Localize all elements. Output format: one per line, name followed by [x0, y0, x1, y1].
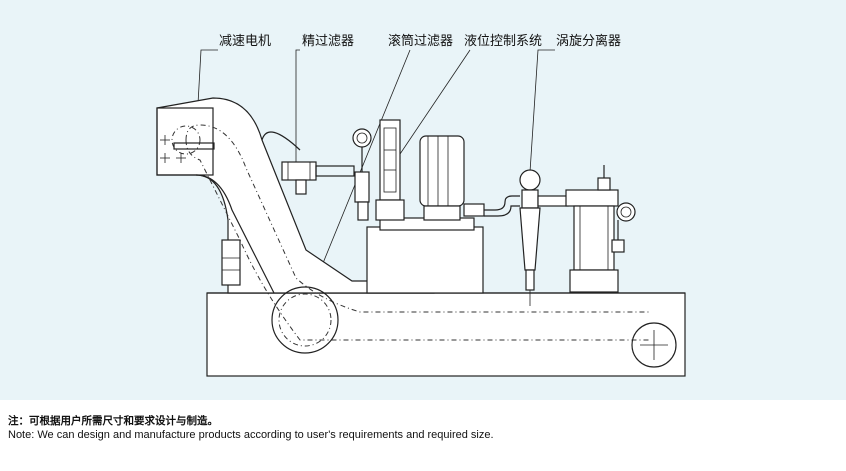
drum-filter-unit — [352, 119, 520, 294]
label-cyclone-separator: 涡旋分离器 — [556, 33, 621, 49]
label-level-control: 液位控制系统 — [464, 34, 542, 49]
label-reducer-motor: 减速电机 — [219, 34, 271, 49]
diagram-panel: 减速电机 精过滤器 滚筒过滤器 液位控制系统 涡旋分离器 — [0, 0, 846, 400]
note-chinese: 注：可根据用户所需尺寸和要求设计与制造。 — [8, 415, 218, 427]
right-tank — [565, 165, 636, 293]
fine-filter — [281, 161, 355, 195]
label-drum-filter: 滚筒过滤器 — [388, 33, 453, 49]
note-english: Note: We can design and manufacture prod… — [8, 429, 494, 441]
chip-conveyor — [156, 97, 677, 368]
reducer-motor — [221, 239, 241, 286]
filter-system-diagram: 减速电机 精过滤器 滚筒过滤器 液位控制系统 涡旋分离器 — [156, 33, 686, 377]
label-fine-filter: 精过滤器 — [302, 34, 354, 49]
cyclone-separator — [519, 169, 569, 306]
base-tank — [206, 292, 686, 377]
